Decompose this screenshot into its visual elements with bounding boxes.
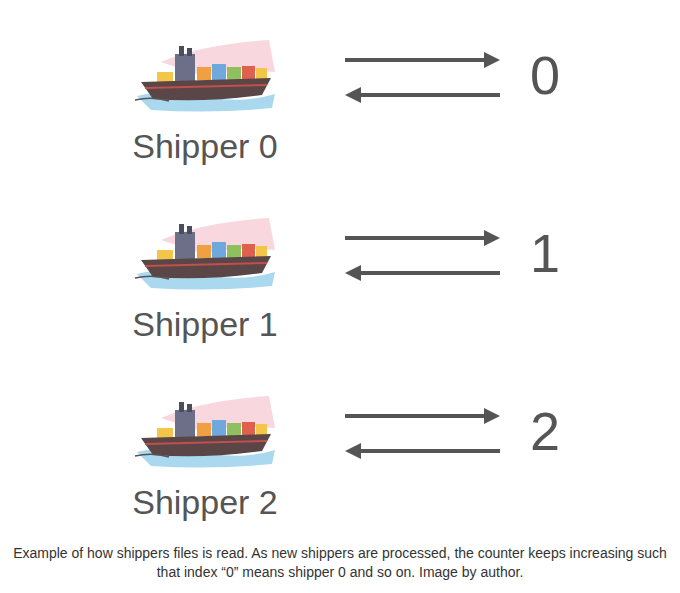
shipper-label: Shipper 0 xyxy=(110,128,300,165)
shipper-label: Shipper 2 xyxy=(110,484,300,521)
arrow-connector xyxy=(345,87,500,103)
ship-icon xyxy=(135,218,275,290)
shipper-node: Shipper 0 xyxy=(110,40,345,165)
shipper-node: Shipper 1 xyxy=(110,218,345,343)
arrow-connector xyxy=(345,443,500,459)
ship-icon xyxy=(135,396,275,468)
index-node: 2 xyxy=(500,396,590,466)
shipper-label: Shipper 1 xyxy=(110,306,300,343)
arrow-connector xyxy=(345,408,500,424)
arrow-connector xyxy=(345,265,500,281)
index-node: 1 xyxy=(500,218,590,288)
index-node: 0 xyxy=(500,40,590,110)
shipper-node: Shipper 2 xyxy=(110,396,345,521)
arrow-connector xyxy=(345,230,500,246)
index-number: 2 xyxy=(500,396,590,466)
index-number: 0 xyxy=(500,40,590,110)
index-number: 1 xyxy=(500,218,590,288)
figure-caption: Example of how shippers files is read. A… xyxy=(6,544,674,582)
arrow-connector xyxy=(345,52,500,68)
ship-icon xyxy=(135,40,275,112)
